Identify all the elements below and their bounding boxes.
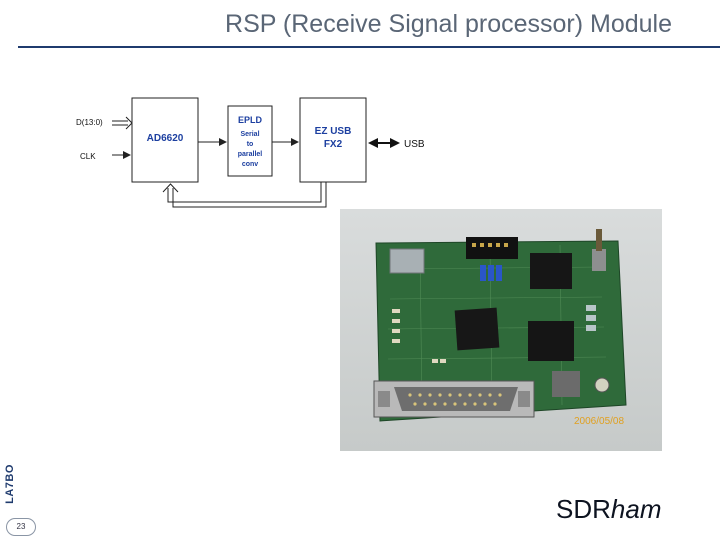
input-clk-label: CLK (80, 152, 96, 161)
epld-line-3: parallel (238, 151, 263, 158)
ez-usb-line-1: EZ USB (315, 126, 352, 137)
author-callsign: LA7BO (4, 464, 16, 504)
epld-line-2: to (247, 141, 254, 148)
db25-connector (373, 380, 535, 418)
pcb-photo: 2006/05/08 (340, 209, 662, 451)
brand-logo: SDRham (556, 494, 661, 525)
slide-title: RSP (Receive Signal processor) Module (225, 10, 672, 38)
usb-arrow (368, 138, 400, 148)
input-data-arrow (112, 116, 133, 130)
usb-label: USB (404, 139, 425, 150)
ad6620-label: AD6620 (147, 133, 184, 144)
block-diagram: D(13:0) CLK AD6620 EPLD Serial to parall… (76, 97, 425, 208)
chip-right (528, 321, 574, 361)
chip-top-right (530, 253, 572, 289)
input-data-label: D(13:0) (76, 118, 103, 127)
epld-line-4: conv (242, 161, 258, 168)
ez-usb-block (299, 97, 367, 183)
brand-italic: ham (610, 494, 662, 524)
ad6620-block (131, 97, 199, 183)
ez-usb-line-2: FX2 (324, 139, 343, 150)
epld-title: EPLD (238, 115, 263, 125)
title-underline (18, 46, 720, 48)
header-connector (466, 237, 518, 259)
chip-center (454, 307, 500, 351)
jumpers (480, 265, 502, 281)
epld-line-1: Serial (240, 131, 259, 138)
page-number: 23 (6, 518, 36, 536)
epld-block (227, 105, 273, 177)
feedback-path (162, 182, 327, 208)
photo-timestamp: 2006/05/08 (574, 416, 624, 427)
brand-main: SDR (556, 494, 611, 524)
